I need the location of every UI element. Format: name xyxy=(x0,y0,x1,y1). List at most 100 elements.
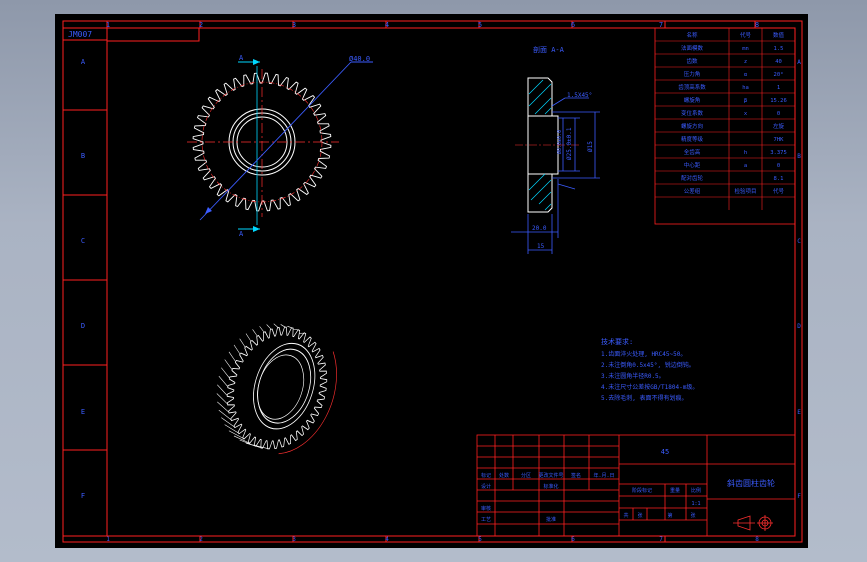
tb-label-design: 设计 xyxy=(481,483,491,490)
param-cell-r12-c1: 检验项目 xyxy=(734,187,756,195)
zone-top-7: 7 xyxy=(659,21,663,29)
tb-header-5: 年.月.日 xyxy=(593,472,614,479)
drawing-canvas: JM007 1 2 3 4 5 6 7 8 1 2 3 4 5 6 7 8 xyxy=(62,20,803,543)
tb-header-4: 签名 xyxy=(571,472,581,479)
gear-section-view[interactable] xyxy=(515,77,580,213)
param-cell-r2-c0: 齿数 xyxy=(686,57,698,65)
param-cell-r9-c2: 3.375 xyxy=(770,150,787,156)
title-material: 45 xyxy=(661,448,669,456)
param-cell-r10-c0: 中心距 xyxy=(684,161,701,169)
zone-right-a: A xyxy=(797,59,801,66)
zone-left-c: C xyxy=(81,237,85,245)
section-marker-top-label: A xyxy=(239,54,244,62)
tb-sheet-0: 共 xyxy=(623,512,628,519)
tb-sheet-1: 张 xyxy=(637,512,642,519)
param-cell-r10-c2: 0 xyxy=(777,163,780,169)
param-cell-r2-c2: 40 xyxy=(775,59,782,65)
param-cell-r11-c0: 配对齿轮 xyxy=(681,174,704,182)
param-cell-r4-c1: ha xyxy=(742,85,749,91)
bottom-zone-marks xyxy=(199,536,666,542)
param-cell-r8-c0: 精度等级 xyxy=(681,135,704,143)
zone-left-b: B xyxy=(81,152,85,160)
tb-header-2: 分区 xyxy=(521,472,531,479)
corner-code: JM007 xyxy=(68,30,92,39)
top-left-box xyxy=(106,27,200,42)
tb-header-1: 处数 xyxy=(499,472,509,479)
param-cell-r4-c0: 齿顶高系数 xyxy=(678,83,706,91)
param-cell-r5-c2: 15.26 xyxy=(770,98,787,104)
zone-bottom-2: 2 xyxy=(199,536,203,543)
param-cell-r3-c0: 压力角 xyxy=(684,70,701,78)
zone-bottom-6: 6 xyxy=(571,536,575,543)
tb-sheet-2: 第 xyxy=(667,512,672,519)
tb-label-stage: 阶段标记 xyxy=(632,487,652,494)
param-cell-r11-c2: 8.1 xyxy=(774,176,784,182)
param-cell-r7-c2: 左旋 xyxy=(773,122,785,130)
param-cell-r9-c1: h xyxy=(744,150,747,156)
chamfer-dimension: 1.5X45° xyxy=(567,92,592,99)
zone-left-f: F xyxy=(81,492,85,500)
helical-gear-isometric-icon[interactable] xyxy=(201,311,350,465)
top-zone-marks xyxy=(106,21,756,28)
zone-left-e: E xyxy=(81,408,85,416)
section-marker-top: A xyxy=(238,54,260,65)
tb-label-process: 工艺 xyxy=(481,517,491,523)
tb-sheet-3: 张 xyxy=(690,512,695,519)
param-cell-r1-c0: 法面模数 xyxy=(681,44,704,52)
section-marker-bottom-label: A xyxy=(239,230,244,238)
spur-gear-front-view-icon[interactable] xyxy=(187,66,339,225)
note-2: 2.未注倒角0.5x45°, 锐边倒钝。 xyxy=(601,361,695,369)
hub-dimension: Ø15 xyxy=(587,141,594,152)
zone-top-6: 6 xyxy=(571,21,575,29)
drawing-sheet: JM007 1 2 3 4 5 6 7 8 1 2 3 4 5 6 7 8 xyxy=(55,14,808,548)
param-cell-r2-c1: z xyxy=(744,59,747,65)
tb-label-review: 审核 xyxy=(481,505,491,512)
projection-symbol-icon xyxy=(733,515,773,531)
zone-top-2: 2 xyxy=(199,21,203,29)
param-cell-r7-c0: 螺旋方向 xyxy=(681,122,703,130)
tb-label-weight: 重量 xyxy=(670,487,680,494)
notes-heading: 技术要求: xyxy=(601,337,633,346)
left-zone-marks xyxy=(63,109,107,451)
zone-bottom-4: 4 xyxy=(385,536,389,543)
note-5: 5.去除毛刺, 表面不得有划痕。 xyxy=(601,394,687,402)
param-cell-r5-c1: β xyxy=(744,98,748,104)
param-cell-r6-c1: x xyxy=(744,111,748,117)
title-drawing-name: 斜齿圆柱齿轮 xyxy=(727,478,775,488)
param-cell-r8-c2: 7HK xyxy=(774,137,785,143)
zone-top-4: 4 xyxy=(385,21,389,29)
note-1: 1.齿面淬火处理, HRC45~50。 xyxy=(601,350,686,358)
note-3: 3.未注圆角半径R0.5。 xyxy=(601,372,665,380)
param-table-frame xyxy=(654,27,796,225)
tb-header-3: 更改文件号 xyxy=(538,472,563,479)
diameter-dimension-label: Ø40.0 xyxy=(349,55,370,63)
section-view-title: 剖面 A-A xyxy=(533,45,565,54)
zone-top-3: 3 xyxy=(292,21,296,29)
param-cell-r6-c0: 变位系数 xyxy=(681,109,704,117)
technical-notes: 技术要求: 1.齿面淬火处理, HRC45~50。 2.未注倒角0.5x45°,… xyxy=(601,337,698,402)
param-cell-r12-c0: 公差组 xyxy=(684,187,701,195)
inner-dimension: Ø8.0±0.0 xyxy=(556,130,563,154)
zone-right-f: F xyxy=(797,493,801,500)
note-4: 4.未注尺寸公差按GB/T1804-m级。 xyxy=(601,383,698,391)
param-cell-r6-c2: 0 xyxy=(777,111,780,117)
title-block xyxy=(476,434,796,537)
diameter-dimension[interactable]: Ø40.0 xyxy=(199,55,373,221)
param-cell-r0-c1: 代号 xyxy=(740,31,752,39)
zone-bottom-5: 5 xyxy=(478,536,482,543)
param-cell-r9-c0: 全齿高 xyxy=(684,148,701,156)
zone-top-8: 8 xyxy=(755,21,759,29)
section-dimensions[interactable] xyxy=(511,97,600,254)
bore-dimension: Ø25.0±0.1 xyxy=(566,127,573,160)
tb-label-standard: 标准化 xyxy=(543,483,558,490)
face-dimension: 15 xyxy=(537,243,545,250)
param-cell-r5-c0: 螺旋角 xyxy=(684,96,701,104)
param-cell-r0-c0: 名称 xyxy=(686,31,698,39)
tb-label-approve: 批准 xyxy=(546,516,556,523)
param-cell-r10-c1: a xyxy=(744,163,747,169)
inner-border xyxy=(106,27,796,537)
width-dimension: 20.0 xyxy=(532,225,547,232)
zone-bottom-3: 3 xyxy=(292,536,296,543)
